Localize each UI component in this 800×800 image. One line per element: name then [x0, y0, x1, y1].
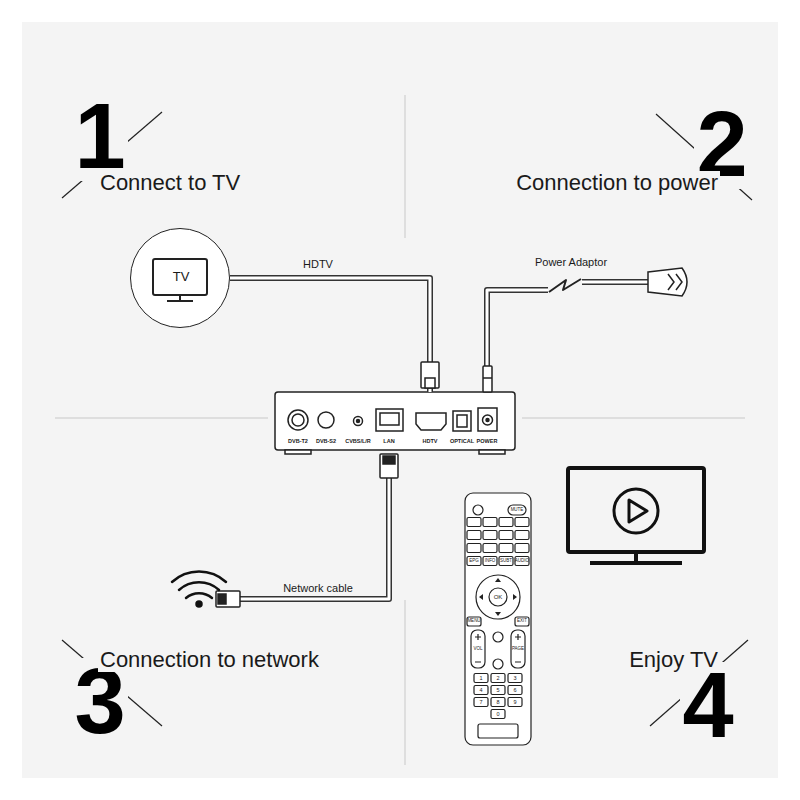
remote-button	[483, 531, 497, 540]
remote-key-label: INFO	[485, 559, 496, 564]
step-heading: Connection to network	[98, 648, 321, 672]
digit-button	[491, 686, 505, 695]
device-label: TV	[173, 270, 190, 284]
remote-key-label: MUTE	[511, 508, 524, 513]
digit-button	[474, 674, 488, 683]
digit-button	[491, 710, 505, 719]
step-heading: Connection to power	[514, 171, 720, 195]
network-cable	[240, 478, 389, 599]
power-cable	[487, 279, 648, 366]
remote-key-label: AUDIO	[515, 559, 529, 564]
port-label: POWER	[477, 438, 498, 444]
remote-button	[515, 518, 529, 527]
remote-button	[483, 544, 497, 553]
port-label: DVB-T2	[288, 438, 308, 444]
digit-button	[474, 686, 488, 695]
remote-button	[515, 531, 529, 540]
remote-button	[499, 518, 513, 527]
remote-button	[483, 557, 497, 566]
wifi-icon	[172, 572, 226, 607]
set-top-box	[275, 392, 515, 454]
remote-control	[465, 493, 531, 745]
remote-button	[467, 557, 481, 566]
lan-plug	[380, 454, 398, 478]
remote-key-label: 2	[496, 675, 499, 681]
remote-key-label: VOL	[473, 647, 482, 652]
remote-key-label: MENU	[467, 619, 480, 624]
set-top-box: DVB-T2 DVB-S2 CVBS/L/R LAN HDTV OPTICALPOWER	[275, 392, 515, 450]
remote-key-label: OK	[494, 594, 503, 601]
cable-label: HDTV	[301, 258, 335, 270]
remote-button	[515, 544, 529, 553]
cable-label: Network cable	[281, 582, 355, 594]
remote-key-label: 9	[513, 699, 516, 705]
remote-key-label: 4	[479, 687, 482, 693]
power-plug	[483, 366, 492, 392]
port-label: CVBS/L/R	[345, 438, 371, 444]
remote-key-label: 3	[513, 675, 516, 681]
remote-key-label: 1	[479, 675, 482, 681]
remote-button	[467, 531, 481, 540]
remote-key-label: EPG	[469, 559, 479, 564]
digit-button	[491, 674, 505, 683]
quadrant-dividers	[55, 95, 745, 765]
remote-button	[467, 544, 481, 553]
step-heading: Connect to TV	[98, 171, 242, 195]
digit-button	[508, 674, 522, 683]
remote-button	[483, 518, 497, 527]
remote-button	[499, 544, 513, 553]
cable-label: Power Adaptor	[533, 256, 609, 268]
power-adaptor-plug	[648, 268, 687, 296]
digit-button	[491, 698, 505, 707]
port-label: LAN	[383, 438, 394, 444]
remote-button	[515, 557, 529, 566]
cable-core	[230, 278, 430, 392]
tv-circle: TV	[130, 228, 230, 328]
remote-key-label: EXIT	[517, 619, 527, 624]
hdmi-cable	[230, 278, 430, 392]
remote-key-label: 6	[513, 687, 516, 693]
remote-button	[467, 518, 481, 527]
digit-button	[474, 698, 488, 707]
port-label: DVB-S2	[316, 438, 336, 444]
remote-key-label: SUBT	[500, 559, 512, 564]
step-slashes	[62, 112, 752, 726]
tv-screen-icon	[568, 468, 704, 563]
step-number: 1	[72, 93, 127, 180]
step-number: 4	[680, 662, 735, 749]
remote-key-label: PAGE	[512, 647, 524, 652]
router-plug	[216, 591, 240, 607]
digit-button	[508, 698, 522, 707]
port-label: HDTV	[423, 438, 438, 444]
hdmi-plug	[421, 362, 439, 388]
remote-key-label: 0	[496, 711, 499, 717]
remote-button	[499, 557, 513, 566]
port-label: OPTICAL	[450, 438, 474, 444]
step-heading: Enjoy TV	[627, 648, 720, 672]
remote-button	[499, 531, 513, 540]
digit-button	[508, 686, 522, 695]
remote-key-label: 8	[496, 699, 499, 705]
remote-key-label: 5	[496, 687, 499, 693]
remote-key-label: 7	[479, 699, 482, 705]
ground-panel	[22, 22, 778, 778]
